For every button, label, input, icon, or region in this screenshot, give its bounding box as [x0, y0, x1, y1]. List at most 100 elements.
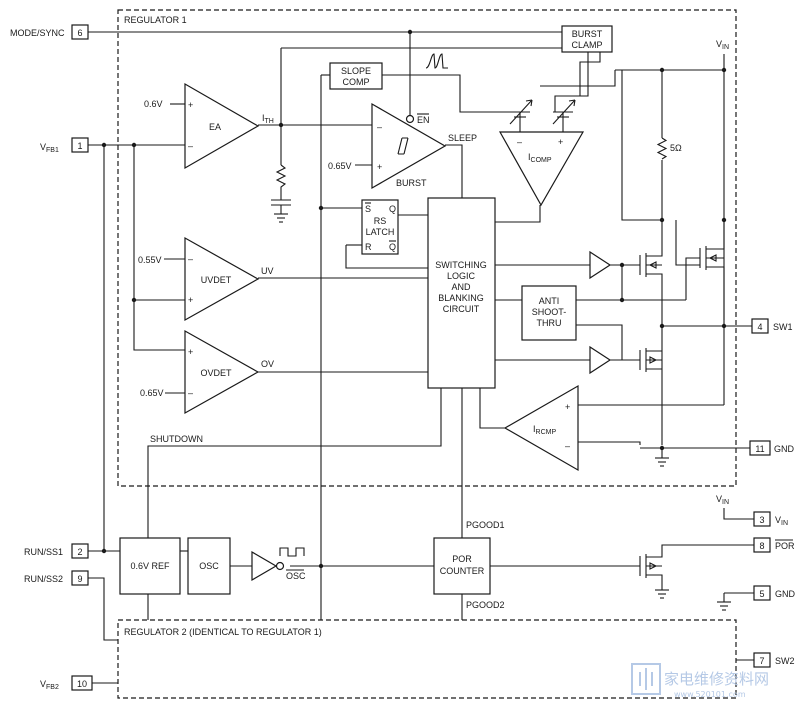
svg-text:BURST: BURST — [396, 178, 427, 188]
svg-text:9: 9 — [77, 574, 82, 584]
burst-comparator: – + EN SLEEP BURST 0.65V — [328, 102, 477, 190]
anti-shoot-thru-block: ANTI SHOOT- THRU — [521, 285, 577, 341]
svg-text:+: + — [377, 162, 382, 172]
svg-text:EA: EA — [209, 122, 221, 132]
en-label: EN — [417, 115, 430, 125]
svg-text:OSC: OSC — [199, 561, 219, 571]
svg-text:R: R — [365, 242, 372, 252]
svg-text:LOGIC: LOGIC — [447, 271, 476, 281]
svg-text:POR: POR — [452, 554, 472, 564]
svg-text:THRU: THRU — [537, 318, 562, 328]
sleep-label: SLEEP — [448, 133, 477, 143]
regulator-2-boundary — [117, 619, 737, 699]
uv-label: UV — [261, 266, 274, 276]
svg-text:+: + — [188, 100, 193, 110]
main-pfet-icon — [639, 220, 663, 280]
por-nfet-icon — [639, 552, 663, 580]
svg-text:MODE/SYNC: MODE/SYNC — [10, 28, 65, 38]
junction-dots — [101, 29, 727, 569]
main-nfet-icon — [639, 348, 662, 372]
svg-text:SLOPE: SLOPE — [341, 66, 371, 76]
svg-text:CIRCUIT: CIRCUIT — [443, 304, 480, 314]
switching-logic-block: SWITCHING LOGIC AND BLANKING CIRCUIT — [427, 197, 496, 389]
svg-text:5: 5 — [759, 589, 764, 599]
svg-text:3: 3 — [759, 515, 764, 525]
regulator-1-boundary — [117, 9, 737, 487]
svg-text:–: – — [517, 137, 522, 147]
uvdet-comparator: – + UVDET UV 0.55V — [138, 236, 274, 322]
osc-out-label: OSC — [286, 571, 306, 581]
pin-6-mode-sync: MODE/SYNC 6 — [10, 24, 89, 40]
pin-4-sw1: 4 SW1 — [751, 318, 793, 334]
svg-text:VFB2: VFB2 — [40, 679, 59, 691]
pgood2-label: PGOOD2 — [466, 600, 505, 610]
svg-text:+: + — [565, 402, 570, 412]
svg-text:OVDET: OVDET — [200, 368, 232, 378]
ground-icon — [717, 601, 731, 611]
svg-text:1: 1 — [77, 141, 82, 151]
uvdet-ref-label: 0.55V — [138, 255, 162, 265]
svg-text:IRCMP: IRCMP — [533, 424, 556, 436]
svg-text:2: 2 — [77, 547, 82, 557]
svg-text:10: 10 — [77, 679, 87, 689]
svg-text:VFB1: VFB1 — [40, 142, 59, 154]
burst-ref-label: 0.65V — [328, 161, 352, 171]
svg-text:–: – — [565, 441, 570, 451]
pin-2-run-ss1: RUN/SS1 2 — [24, 543, 89, 559]
svg-text:–: – — [377, 122, 382, 132]
svg-text:–: – — [188, 254, 193, 264]
ea-ref-label: 0.6V — [144, 99, 163, 109]
ircmp-comparator: + – IRCMP — [503, 384, 579, 472]
svg-text:ANTI: ANTI — [539, 296, 560, 306]
icomp-amplifier: – + ICOMP — [498, 131, 585, 207]
regulator-2-title: REGULATOR 2 (IDENTICAL TO REGULATOR 1) — [124, 627, 322, 637]
svg-text:0.6V REF: 0.6V REF — [130, 561, 170, 571]
svg-text:11: 11 — [755, 444, 764, 454]
svg-text:GND: GND — [775, 589, 796, 599]
svg-text:SHOOT-: SHOOT- — [532, 307, 567, 317]
svg-text:+: + — [558, 137, 563, 147]
pin-10-vfb2: VFB2 10 — [40, 675, 93, 691]
pin-1-vfb1: VFB1 1 — [40, 137, 89, 154]
sense-resistor — [656, 137, 668, 160]
watermark-text: 家电维修资料网 — [664, 670, 769, 688]
ground-icon — [655, 457, 669, 467]
svg-text:+: + — [188, 295, 193, 305]
svg-text:UVDET: UVDET — [201, 275, 232, 285]
svg-text:POR: POR — [775, 541, 795, 551]
svg-text:GND: GND — [774, 444, 795, 454]
svg-text:Q: Q — [389, 242, 396, 252]
burst-clamp-block: BURST CLAMP — [561, 25, 613, 53]
pin-7-sw2: 7 SW2 — [753, 652, 795, 668]
svg-text:SW1: SW1 — [773, 322, 793, 332]
svg-text:BURST: BURST — [572, 29, 603, 39]
resistor-label: 5Ω — [670, 143, 682, 153]
svg-text:+: + — [188, 347, 193, 357]
regulator-1-title: REGULATOR 1 — [124, 15, 187, 25]
osc-inverter: OSC — [251, 547, 306, 582]
sense-pfet-icon — [699, 220, 725, 280]
ovdet-comparator: + – OVDET OV 0.65V — [140, 329, 274, 415]
ith-label: ITH — [262, 113, 274, 125]
svg-text:SW2: SW2 — [775, 656, 795, 666]
svg-text:ICOMP: ICOMP — [528, 152, 552, 164]
wires — [88, 31, 754, 684]
svg-text:LATCH: LATCH — [366, 227, 395, 237]
pin-5-gnd: 5 GND — [753, 585, 796, 601]
pin-8-por: 8 POR — [753, 537, 795, 553]
watermark-url: www.520101.com — [674, 690, 746, 699]
svg-text:CLAMP: CLAMP — [571, 40, 602, 50]
svg-text:VIN: VIN — [775, 515, 788, 527]
svg-text:8: 8 — [759, 541, 764, 551]
osc-block: OSC — [187, 537, 231, 595]
svg-text:RS: RS — [374, 216, 387, 226]
n-driver-buffer — [589, 345, 612, 375]
svg-text:7: 7 — [759, 656, 764, 666]
svg-text:RUN/SS2: RUN/SS2 — [24, 574, 63, 584]
ref-block: 0.6V REF — [119, 537, 181, 595]
vin-top-label: VIN — [716, 39, 729, 51]
watermark: 家电维修资料网 www.520101.com — [631, 663, 769, 699]
ea-amplifier: + – EA 0.6V — [144, 82, 260, 170]
pulse-symbol-icon — [425, 53, 448, 69]
